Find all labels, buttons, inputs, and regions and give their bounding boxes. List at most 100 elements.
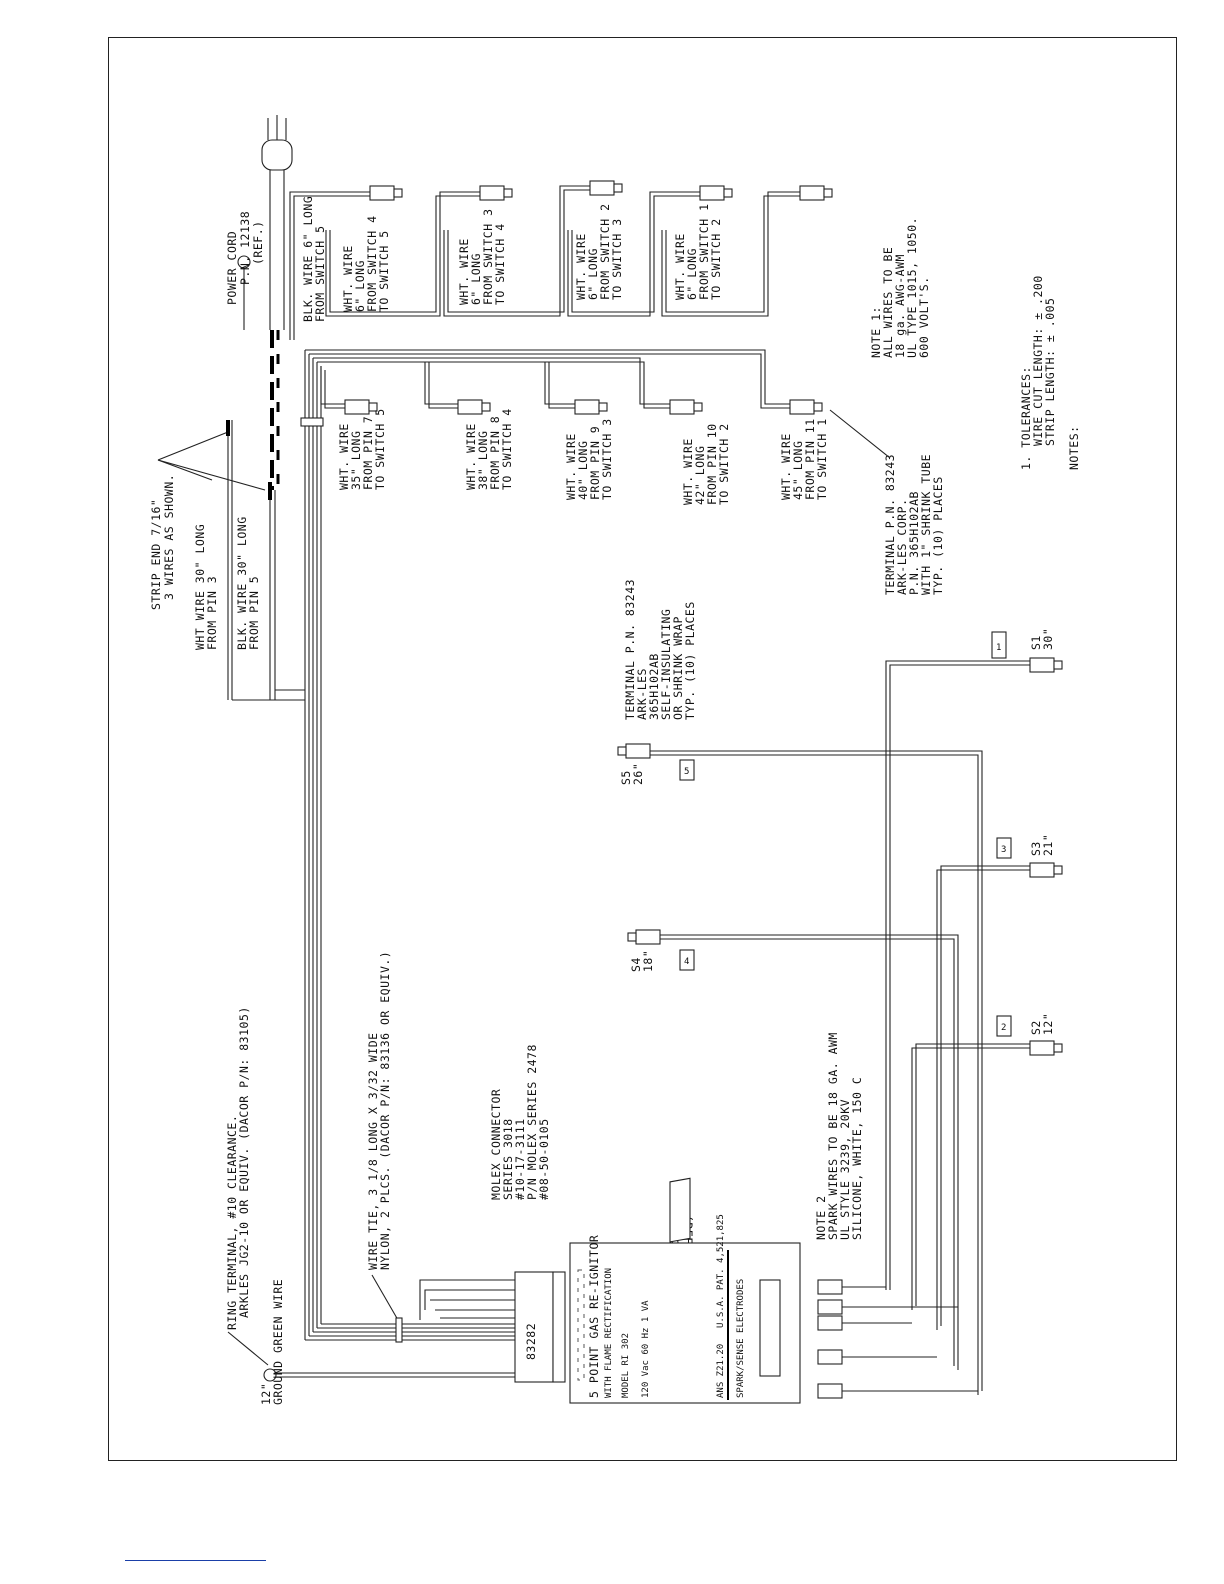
ring-terminal-leader bbox=[227, 1331, 269, 1366]
terminal-main-callout: TERMINAL P.N. 83243 ARK-LES CORP. P.N. 3… bbox=[829, 409, 945, 595]
svg-text:WHT. WIRE: WHT. WIRE bbox=[341, 245, 355, 312]
note-1: NOTE 1: ALL WIRES TO BE 18 ga. AWG-AWM U… bbox=[869, 217, 931, 358]
svg-text:42" LONG: 42" LONG bbox=[693, 446, 707, 505]
svg-text:30": 30" bbox=[1041, 628, 1055, 650]
svg-text:FROM SWITCH 3: FROM SWITCH 3 bbox=[481, 208, 495, 305]
svg-text:TO SWITCH 3: TO SWITCH 3 bbox=[610, 218, 624, 300]
svg-text:TO SWITCH 4: TO SWITCH 4 bbox=[500, 408, 514, 490]
svg-text:3 WIRES AS SHOWN.: 3 WIRES AS SHOWN. bbox=[162, 474, 176, 600]
svg-text:TYP. (10) PLACES: TYP. (10) PLACES bbox=[683, 601, 697, 720]
svg-text:ALL WIRES TO BE: ALL WIRES TO BE bbox=[881, 247, 895, 358]
svg-text:2: 2 bbox=[1001, 1023, 1006, 1033]
svg-text:FROM PIN 10: FROM PIN 10 bbox=[705, 423, 719, 505]
svg-text:6" LONG: 6" LONG bbox=[353, 260, 367, 312]
svg-text:NOTE 2: NOTE 2 bbox=[814, 1195, 828, 1240]
svg-text:U.S.A. PAT. 4,521,825: U.S.A. PAT. 4,521,825 bbox=[716, 1214, 726, 1328]
svg-text:TO SWITCH 4: TO SWITCH 4 bbox=[493, 223, 507, 305]
power-plug-icon bbox=[261, 115, 293, 330]
svg-text:WHT. WIRE: WHT. WIRE bbox=[681, 438, 695, 505]
molex-label: MOLEX CONNECTOR SERIES 3018 #10-17-3111 … bbox=[489, 1044, 551, 1200]
svg-text:3: 3 bbox=[1001, 845, 1006, 855]
svg-text:WHT. WIRE: WHT. WIRE bbox=[464, 423, 478, 490]
svg-text:TERMINAL P.N. 83243: TERMINAL P.N. 83243 bbox=[623, 579, 637, 720]
svg-text:WHT. WIRE: WHT. WIRE bbox=[457, 238, 471, 305]
s4-label: S4 18" bbox=[629, 950, 655, 972]
svg-text:STRIP LENGTH: ± .005: STRIP LENGTH: ± .005 bbox=[1043, 298, 1057, 446]
wire-tie-label: WIRE TIE, 3 1/8 LONG X 3/32 WIDE NYLON, … bbox=[366, 951, 392, 1270]
svg-text:4: 4 bbox=[684, 957, 689, 967]
svg-text:6" LONG: 6" LONG bbox=[586, 248, 600, 300]
svg-text:BLK. WIRE 6" LONG: BLK. WIRE 6" LONG bbox=[301, 196, 315, 322]
switch-wire-label-c: WHT. WIRE 6" LONG FROM SWITCH 2 TO SWITC… bbox=[574, 203, 624, 300]
note-2: NOTE 2 SPARK WIRES TO BE 18 GA. AWM UL S… bbox=[814, 1032, 864, 1240]
svg-text:FROM PIN 11: FROM PIN 11 bbox=[803, 418, 817, 500]
pin-7-label: WHT. WIRE 35" LONG FROM PIN 7 TO SWITCH … bbox=[337, 408, 387, 490]
svg-text:ANS Z21.20: ANS Z21.20 bbox=[716, 1344, 726, 1398]
svg-text:S2: S2 bbox=[1029, 1020, 1043, 1035]
spark-wires: 1 5 3 4 2 bbox=[617, 631, 1063, 1395]
ring-terminal-label: RING TERMINAL, #10 CLEARANCE. ARKLES JG2… bbox=[225, 1006, 251, 1330]
power-cord-ground-ring-icon bbox=[237, 255, 251, 330]
svg-text:P/N MOLEX SERIES 2478: P/N MOLEX SERIES 2478 bbox=[525, 1044, 539, 1200]
svg-text:P.N. 12138: P.N. 12138 bbox=[238, 211, 252, 285]
svg-text:TO SWITCH 3: TO SWITCH 3 bbox=[600, 418, 614, 500]
svg-text:BLK. WIRE 30" LONG: BLK. WIRE 30" LONG bbox=[235, 516, 249, 650]
svg-text:SPARK WIRES TO BE 18 GA. AWM: SPARK WIRES TO BE 18 GA. AWM bbox=[826, 1032, 840, 1240]
svg-text:6" LONG: 6" LONG bbox=[469, 253, 483, 305]
svg-text:WIRE CUT LENGTH: ± .200: WIRE CUT LENGTH: ± .200 bbox=[1031, 275, 1045, 446]
svg-text:FROM SWITCH 1: FROM SWITCH 1 bbox=[697, 203, 711, 300]
s2-label: S2 12" bbox=[1029, 1013, 1055, 1035]
strip-end-callout: STRIP END 7/16" 3 WIRES AS SHOWN. bbox=[149, 420, 272, 610]
wire-tie-leader bbox=[371, 1274, 399, 1321]
svg-text:WITH 1" SHRINK TUBE: WITH 1" SHRINK TUBE bbox=[919, 454, 933, 595]
svg-text:1. TOLERANCES:: 1. TOLERANCES: bbox=[1019, 366, 1033, 470]
svg-text:FROM PIN 9: FROM PIN 9 bbox=[588, 426, 602, 500]
svg-text:18": 18" bbox=[641, 950, 655, 972]
module-pins bbox=[577, 1269, 585, 1381]
svg-text:ARK-LES CORP.: ARK-LES CORP. bbox=[895, 498, 909, 595]
svg-text:NOTE 1:: NOTE 1: bbox=[869, 306, 883, 358]
svg-text:STRIP END 7/16": STRIP END 7/16" bbox=[149, 499, 163, 610]
svg-text:WHT. WIRE: WHT. WIRE bbox=[564, 433, 578, 500]
svg-text:NOTES:: NOTES: bbox=[1067, 425, 1081, 470]
wht-wire-30-label: WHT WIRE 30" LONG FROM PIN 3 bbox=[193, 524, 219, 650]
svg-text:FROM PIN 5: FROM PIN 5 bbox=[247, 576, 261, 650]
svg-text:NYLON, 2 PLCS. (DACOR P/N: 831: NYLON, 2 PLCS. (DACOR P/N: 83136 OR EQUI… bbox=[378, 951, 392, 1270]
footer-rule bbox=[125, 1560, 266, 1561]
svg-text:ARKLES JG2-10 OR EQUIV. (DACOR: ARKLES JG2-10 OR EQUIV. (DACOR P/N: 8310… bbox=[237, 1006, 251, 1318]
svg-text:S4: S4 bbox=[629, 957, 643, 972]
svg-text:TO SWITCH 5: TO SWITCH 5 bbox=[373, 408, 387, 490]
module-spark-terminals bbox=[817, 1279, 978, 1399]
svg-text:SERIES 3018: SERIES 3018 bbox=[501, 1118, 515, 1200]
switch-wires: BLK. WIRE 6" LONG FROM SWITCH 5 bbox=[289, 180, 833, 340]
svg-text:OR SHRINK WRAP: OR SHRINK WRAP bbox=[671, 616, 685, 720]
svg-text:FROM SWITCH 5: FROM SWITCH 5 bbox=[313, 225, 327, 322]
s5-label: S5 26" bbox=[619, 763, 645, 785]
ignitor-module: 5 POINT GAS RE-IGNITOR WITH FLAME RECTIF… bbox=[569, 1177, 801, 1404]
svg-text:WHT WIRE 30" LONG: WHT WIRE 30" LONG bbox=[193, 524, 207, 650]
svg-text:FROM PIN 7: FROM PIN 7 bbox=[361, 416, 375, 490]
svg-text:600 VOLT'S.: 600 VOLT'S. bbox=[917, 276, 931, 358]
svg-text:FROM PIN 3: FROM PIN 3 bbox=[205, 576, 219, 650]
svg-text:TO SWITCH 2: TO SWITCH 2 bbox=[709, 218, 723, 300]
svg-text:TO SWITCH 1: TO SWITCH 1 bbox=[815, 418, 829, 500]
switch-wire-label-a: WHT. WIRE 6" LONG FROM SWITCH 4 TO SWITC… bbox=[341, 215, 391, 312]
cord-wires bbox=[227, 330, 280, 700]
svg-text:21": 21" bbox=[1041, 834, 1055, 856]
svg-text:26": 26" bbox=[631, 763, 645, 785]
svg-text:TERMINAL P.N. 83243: TERMINAL P.N. 83243 bbox=[883, 454, 897, 595]
svg-text:MOLEX CONNECTOR: MOLEX CONNECTOR bbox=[489, 1089, 503, 1200]
svg-text:WHT. WIRE: WHT. WIRE bbox=[673, 233, 687, 300]
switch-wire-label-d: WHT. WIRE 6" LONG FROM SWITCH 1 TO SWITC… bbox=[673, 203, 723, 300]
svg-text:WHT. WIRE: WHT. WIRE bbox=[779, 433, 793, 500]
svg-text:40" LONG: 40" LONG bbox=[576, 441, 590, 500]
pin-10-label: WHT. WIRE 42" LONG FROM PIN 10 TO SWITCH… bbox=[681, 423, 731, 505]
svg-text:(REF.): (REF.) bbox=[251, 220, 265, 265]
svg-text:365H102AB: 365H102AB bbox=[647, 653, 661, 720]
svg-text:WIRE TIE, 3 1/8 LONG X 3/32 WI: WIRE TIE, 3 1/8 LONG X 3/32 WIDE bbox=[366, 1032, 380, 1270]
switch-wire-label-b: WHT. WIRE 6" LONG FROM SWITCH 3 TO SWITC… bbox=[457, 208, 507, 305]
svg-text:P.N. 365H102AB: P.N. 365H102AB bbox=[907, 491, 921, 595]
svg-text:5: 5 bbox=[684, 767, 689, 777]
svg-text:UL STYLE 3239, 20KV: UL STYLE 3239, 20KV bbox=[838, 1099, 852, 1240]
svg-text:38" LONG: 38" LONG bbox=[476, 431, 490, 490]
